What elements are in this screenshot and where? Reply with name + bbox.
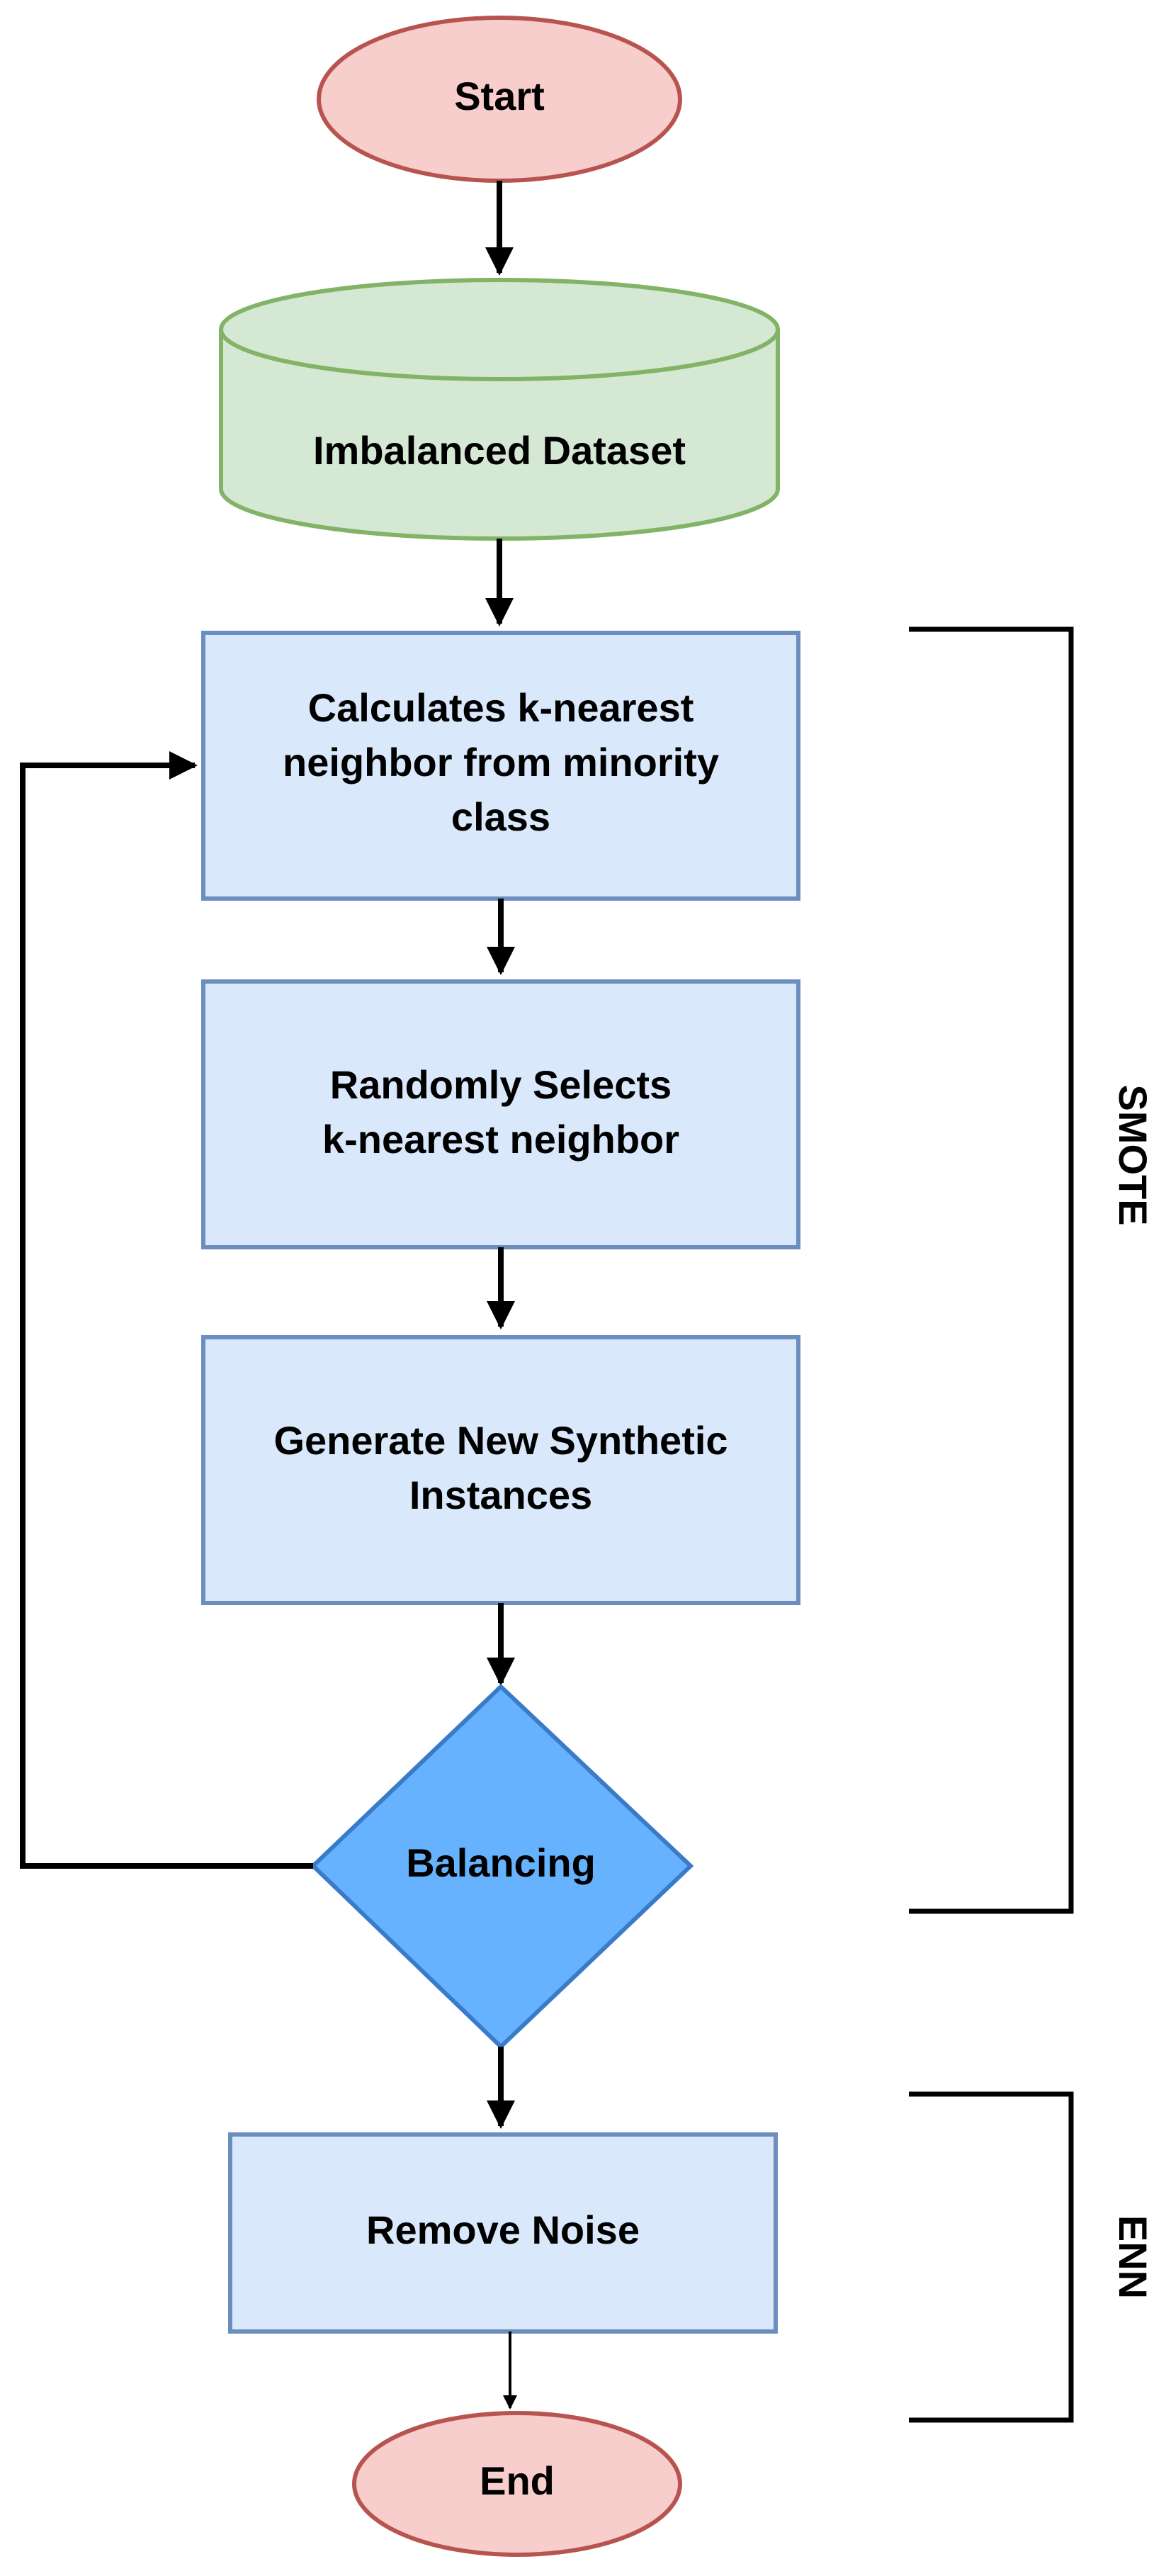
- select-knn-shape: [201, 979, 800, 1249]
- select-knn-line-1: Randomly Selects: [330, 1062, 672, 1107]
- end-shape: [352, 2411, 682, 2557]
- enn-bracket-line: [909, 2091, 1074, 2423]
- end-label: End: [480, 2458, 555, 2503]
- smote-bracket: SMOTE: [909, 626, 1155, 1914]
- edge-balancing-loop-back: [20, 751, 313, 1869]
- smote-bracket-line: [909, 626, 1074, 1914]
- dataset-shape: [219, 330, 780, 541]
- smote-label: SMOTE: [1111, 1084, 1155, 1225]
- enn-label: ENN: [1111, 2215, 1155, 2299]
- generate-shape: [201, 1335, 800, 1605]
- calc-knn-line-3: class: [451, 794, 550, 839]
- enn-bracket: ENN: [909, 2091, 1155, 2423]
- dataset-label: Imbalanced Dataset: [313, 428, 686, 473]
- dataset-top: [219, 278, 780, 381]
- dataset-node: Imbalanced Dataset: [219, 278, 780, 541]
- calc-knn-line-1: Calculates k-nearest: [308, 685, 694, 730]
- calc-knn-node: Calculates k-nearest neighbor from minor…: [201, 631, 800, 901]
- remove-noise-label: Remove Noise: [366, 2207, 640, 2252]
- generate-node: Generate New Synthetic Instances: [201, 1335, 800, 1605]
- end-node: End: [352, 2411, 682, 2557]
- balancing-label: Balancing: [406, 1840, 596, 1885]
- select-knn-node: Randomly Selects k-nearest neighbor: [201, 979, 800, 1249]
- calc-knn-line-2: neighbor from minority: [283, 740, 719, 784]
- select-knn-line-2: k-nearest neighbor: [322, 1117, 679, 1162]
- start-node: Start: [317, 16, 682, 183]
- balancing-node: Balancing: [310, 1683, 694, 2050]
- start-label: Start: [454, 74, 545, 118]
- generate-line-1: Generate New Synthetic: [273, 1418, 728, 1463]
- remove-noise-shape: [228, 2132, 778, 2334]
- remove-noise-node: Remove Noise: [228, 2132, 778, 2334]
- generate-line-2: Instances: [409, 1473, 592, 1517]
- calc-knn-shape: [201, 631, 800, 901]
